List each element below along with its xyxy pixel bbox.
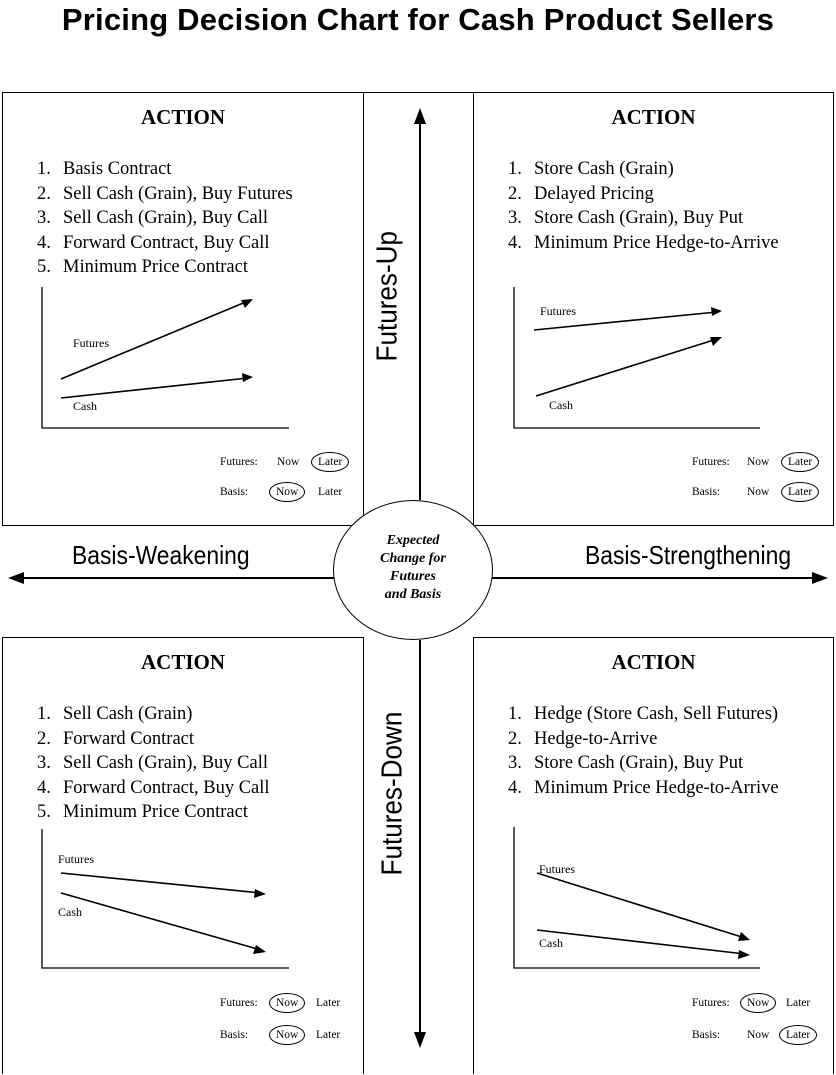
basis-timing-label: Basis: <box>220 486 249 498</box>
futures-timing-label: Futures: <box>692 456 730 468</box>
futures-label: Futures <box>73 336 109 350</box>
option-now: Now <box>747 456 770 468</box>
cash-label: Cash <box>58 905 82 919</box>
option-now-circled: Now <box>269 482 306 502</box>
futures-up-label: Futures-Up <box>371 230 404 362</box>
list-item: 3.Store Cash (Grain), Buy Put <box>508 753 744 773</box>
arrowhead <box>254 889 266 898</box>
list-item: 4.Minimum Price Hedge-to-Arrive <box>508 777 779 798</box>
graph-axes <box>513 827 760 969</box>
action-list: 1.Sell Cash (Grain) 2.Forward Contract 3… <box>37 702 270 825</box>
list-item: 2.Sell Cash (Grain), Buy Futures <box>37 183 293 204</box>
list-item: 3.Sell Cash (Grain), Buy Call <box>37 208 269 228</box>
option-now-circled: Now <box>269 1025 306 1045</box>
futures-timing-label: Futures: <box>220 456 258 468</box>
price-trend-graph: Futures Cash <box>41 287 289 429</box>
arrowhead <box>241 299 253 308</box>
basis-timing-label: Basis: <box>220 1029 249 1041</box>
option-later: Later <box>316 997 341 1009</box>
cash-label: Cash <box>73 399 97 413</box>
option-later-circled: Later <box>779 1025 818 1045</box>
option-later: Later <box>318 486 343 498</box>
option-later-circled: Later <box>781 452 820 472</box>
list-item: 1.Store Cash (Grain) <box>508 159 674 179</box>
price-trend-graph: Futures Cash <box>513 287 760 429</box>
cash-line <box>536 929 746 955</box>
price-trend-graph: Futures Cash <box>513 827 760 969</box>
arrowhead <box>253 945 266 954</box>
action-heading: ACTION <box>611 105 696 129</box>
center-circle: Expected Change for Futures and Basis <box>333 500 493 640</box>
list-item: 1.Hedge (Store Cash, Sell Futures) <box>508 704 779 724</box>
action-heading: ACTION <box>611 650 696 674</box>
list-item: 2.Hedge-to-Arrive <box>508 728 658 749</box>
arrowhead <box>738 932 750 941</box>
quadrant-futures-down-basis-weakening: ACTION 1.Sell Cash (Grain) 2.Forward Con… <box>2 637 364 1074</box>
list-item: 2.Delayed Pricing <box>508 183 654 204</box>
list-item: 2.Forward Contract <box>37 728 195 749</box>
list-item: 3.Sell Cash (Grain), Buy Call <box>37 753 269 773</box>
futures-line <box>533 311 718 331</box>
futures-down-label: Futures-Down <box>376 711 409 876</box>
action-heading: ACTION <box>140 105 225 129</box>
arrowhead <box>242 373 253 382</box>
futures-label: Futures <box>539 862 575 876</box>
futures-timing-label: Futures: <box>220 997 258 1009</box>
option-later-circled: Later <box>781 482 820 502</box>
list-item: 1.Sell Cash (Grain) <box>37 704 193 724</box>
arrowhead <box>738 950 750 959</box>
arrowhead <box>710 337 722 346</box>
option-now: Now <box>747 1029 770 1041</box>
cash-line <box>60 377 249 399</box>
option-later: Later <box>316 1029 341 1041</box>
quadrant-futures-up-basis-strengthening: ACTION 1.Store Cash (Grain) 2.Delayed Pr… <box>473 92 834 526</box>
option-later: Later <box>786 997 811 1009</box>
futures-line <box>536 872 746 939</box>
list-item: 4.Forward Contract, Buy Call <box>37 777 270 798</box>
arrowhead <box>8 572 24 584</box>
cash-line <box>535 338 718 397</box>
option-later-circled: Later <box>311 452 350 472</box>
futures-timing-label: Futures: <box>692 997 730 1009</box>
center-text: Expected Change for Futures and Basis <box>380 533 446 602</box>
cash-label: Cash <box>539 936 563 950</box>
graph-axes <box>41 287 289 429</box>
basis-timing-label: Basis: <box>692 486 721 498</box>
option-now: Now <box>277 456 300 468</box>
quadrant-futures-up-basis-weakening: ACTION 1.Basis Contract 2.Sell Cash (Gra… <box>2 92 364 526</box>
graph-axes <box>41 829 289 969</box>
price-trend-graph: Futures Cash <box>41 829 289 969</box>
basis-timing-label: Basis: <box>692 1029 721 1041</box>
option-now-circled: Now <box>269 993 306 1013</box>
list-item: 5.Minimum Price Contract <box>37 257 248 277</box>
action-list: 1.Basis Contract 2.Sell Cash (Grain), Bu… <box>37 157 293 280</box>
action-list: 1.Hedge (Store Cash, Sell Futures) 2.Hed… <box>508 702 779 800</box>
cash-label: Cash <box>549 398 573 412</box>
list-item: 1.Basis Contract <box>37 159 172 179</box>
list-item: 5.Minimum Price Contract <box>37 802 248 822</box>
cash-line <box>60 892 262 951</box>
list-item: 4.Minimum Price Hedge-to-Arrive <box>508 232 779 253</box>
action-list: 1.Store Cash (Grain) 2.Delayed Pricing 3… <box>508 157 779 255</box>
option-now-circled: Now <box>740 993 777 1013</box>
futures-line <box>60 872 262 894</box>
basis-weakening-label: Basis-Weakening <box>72 540 250 570</box>
graph-axes <box>513 287 760 429</box>
arrowhead <box>711 307 722 316</box>
option-now: Now <box>747 486 770 498</box>
basis-strengthening-label: Basis-Strengthening <box>585 540 792 570</box>
list-item: 3.Store Cash (Grain), Buy Put <box>508 208 744 228</box>
quadrant-futures-down-basis-strengthening: ACTION 1.Hedge (Store Cash, Sell Futures… <box>473 637 834 1074</box>
futures-label: Futures <box>540 304 576 318</box>
page-title: Pricing Decision Chart for Cash Product … <box>61 2 775 37</box>
futures-line <box>60 300 249 380</box>
arrowhead <box>812 572 828 584</box>
futures-label: Futures <box>58 852 94 866</box>
list-item: 4.Forward Contract, Buy Call <box>37 232 270 253</box>
action-heading: ACTION <box>140 650 225 674</box>
